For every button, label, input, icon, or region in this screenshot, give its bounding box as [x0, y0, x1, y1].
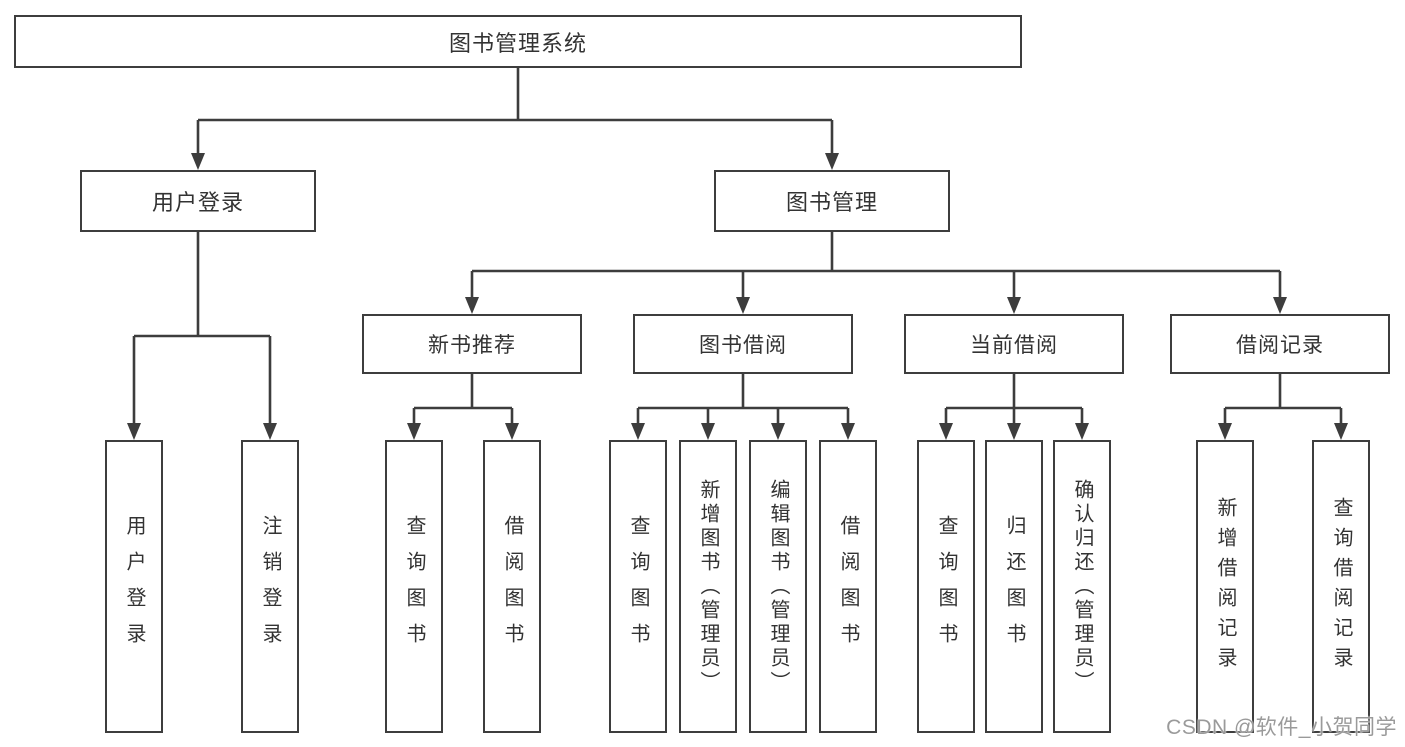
node-borrow-record: 借阅记录 [1170, 314, 1390, 374]
leaf-user-login: 用户登录 [105, 440, 163, 733]
node-book-borrow-label: 图书借阅 [699, 334, 787, 357]
leaf-record-query-borrow-record: 查询借阅记录 [1312, 440, 1370, 733]
leaf-borrow-edit-books-admin: 编辑图书（管理员） [749, 440, 807, 733]
leaf-current-return-books: 归还图书 [985, 440, 1043, 733]
leaf-logout: 注销登录 [241, 440, 299, 733]
node-new-book-recommend: 新书推荐 [362, 314, 582, 374]
leaf-recommend-query-books: 查询图书 [385, 440, 443, 733]
node-user-login-label: 用户登录 [151, 190, 244, 215]
leaf-borrow-borrow-books: 借阅图书 [819, 440, 877, 733]
node-book-management: 图书管理 [714, 170, 950, 232]
node-book-borrow: 图书借阅 [633, 314, 853, 374]
leaf-borrow-add-books-admin: 新增图书（管理员） [679, 440, 737, 733]
leaf-borrow-query-books: 查询图书 [609, 440, 667, 733]
node-book-management-label: 图书管理 [785, 190, 878, 215]
node-root-label: 图书管理系统 [448, 30, 587, 56]
node-new-book-recommend-label: 新书推荐 [428, 334, 516, 357]
leaf-recommend-borrow-books: 借阅图书 [483, 440, 541, 733]
node-current-borrow-label: 当前借阅 [970, 334, 1058, 357]
leaf-record-add-borrow-record: 新增借阅记录 [1196, 440, 1254, 733]
leaf-current-confirm-return-admin: 确认归还（管理员） [1053, 440, 1111, 733]
leaf-current-query-books: 查询图书 [917, 440, 975, 733]
node-current-borrow: 当前借阅 [904, 314, 1124, 374]
watermark: CSDN @软件_小贺同学 [1166, 716, 1397, 739]
node-root: 图书管理系统 [14, 15, 1022, 68]
node-user-login: 用户登录 [80, 170, 316, 232]
node-borrow-record-label: 借阅记录 [1236, 334, 1324, 357]
